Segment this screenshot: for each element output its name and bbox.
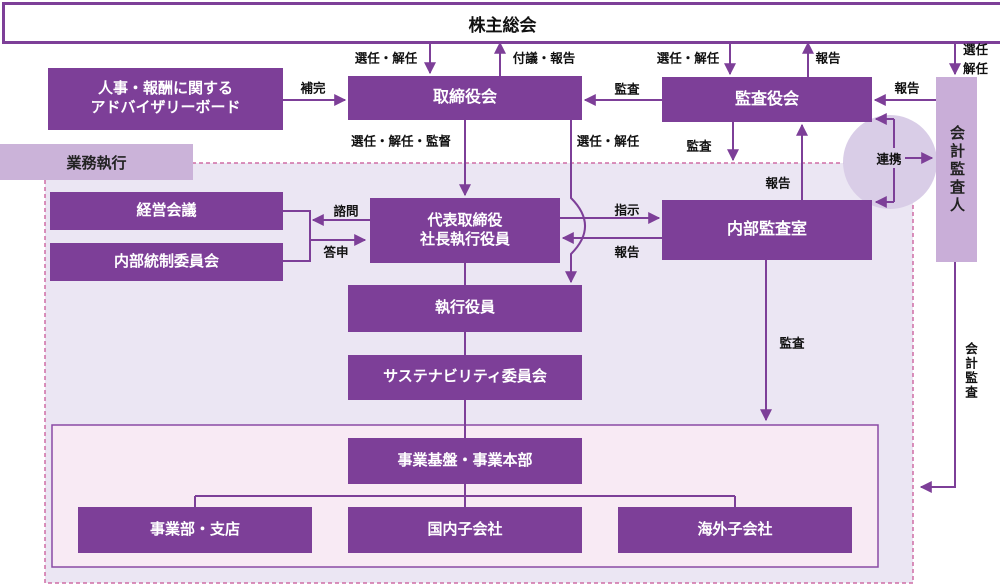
board-label: 取締役会 bbox=[432, 89, 497, 106]
business-execution-dashed-border bbox=[44, 162, 914, 584]
executive-officers-box: 執行役員 bbox=[348, 285, 582, 332]
executive-officers-label: 執行役員 bbox=[434, 299, 495, 317]
domestic-subsidiaries-label: 国内子会社 bbox=[427, 520, 503, 538]
edge-label-internal-report-up: 報告 bbox=[765, 176, 791, 191]
edge-label-consult: 諮問 bbox=[333, 204, 359, 219]
internal-audit-office-box: 内部監査室 bbox=[662, 200, 872, 260]
president-box: 代表取締役 社長執行役員 bbox=[370, 198, 560, 263]
domestic-subsidiaries-box: 国内子会社 bbox=[348, 507, 582, 553]
audit-board-box: 監査役会 bbox=[662, 77, 872, 122]
business-divisions-label: 事業部・支店 bbox=[149, 520, 240, 538]
edge-label-audit-down: 監査 bbox=[686, 139, 712, 154]
business-divisions-box: 事業部・支店 bbox=[78, 507, 312, 553]
board-of-directors-box: 取締役会 bbox=[348, 76, 582, 120]
overseas-subsidiaries-label: 海外子会社 bbox=[697, 520, 773, 538]
president-line1: 代表取締役 bbox=[427, 211, 503, 229]
internal-audit-label: 内部監査室 bbox=[726, 221, 807, 238]
edge-label-cooperation: 連携 bbox=[875, 148, 903, 168]
management-meeting-box: 経営会議 bbox=[50, 192, 283, 230]
edge-label-refer-report: 付議・報告 bbox=[512, 51, 576, 66]
business-base-hq-label: 事業基盤・事業本部 bbox=[397, 451, 533, 469]
edge-label-appoint-supervise: 選任・解任・監督 bbox=[350, 134, 452, 149]
arrow-accounting-audit bbox=[919, 262, 956, 493]
edge-label-complement: 補完 bbox=[300, 81, 326, 96]
sustainability-committee-box: サステナビリティ委員会 bbox=[348, 355, 582, 400]
shareholders-meeting-box: 株主総会 bbox=[2, 2, 1000, 44]
advisory-line2: アドバイザリーボード bbox=[90, 99, 241, 116]
president-line2: 社長執行役員 bbox=[419, 230, 510, 248]
edge-label-accounting-audit: 会計監査 bbox=[963, 342, 977, 400]
management-meeting-label: 経営会議 bbox=[136, 201, 197, 219]
overseas-subsidiaries-box: 海外子会社 bbox=[618, 507, 852, 553]
edge-label-internal-audit: 監査 bbox=[779, 336, 805, 351]
business-execution-label-box: 業務執行 bbox=[0, 144, 193, 180]
internal-control-committee-box: 内部統制委員会 bbox=[50, 243, 283, 281]
accounting-auditor-box: 会計監査人 bbox=[936, 77, 977, 262]
sustainability-label: サステナビリティ委員会 bbox=[383, 368, 547, 386]
edge-label-instruct: 指示 bbox=[614, 203, 640, 218]
advisory-line1: 人事・報酬に関する bbox=[97, 80, 233, 98]
edge-label-report-left: 報告 bbox=[614, 245, 640, 260]
edge-label-appoint-audit: 選任・解任 bbox=[656, 51, 720, 66]
advisory-board-box: 人事・報酬に関する アドバイザリーボード bbox=[48, 68, 283, 130]
accounting-auditor-label: 会計監査人 bbox=[948, 124, 965, 215]
edge-label-audit-to-board: 監査 bbox=[614, 82, 640, 97]
audit-board-label: 監査役会 bbox=[734, 90, 799, 108]
arrow-appoint-exec-officers bbox=[565, 120, 586, 284]
edge-label-auditor-report: 報告 bbox=[894, 81, 920, 96]
edge-label-kainin: 解任 bbox=[963, 62, 989, 76]
edge-label-appoint-auditor: 選任 解任 bbox=[963, 39, 988, 77]
edge-label-answer: 答申 bbox=[323, 245, 349, 260]
business-execution-label: 業務執行 bbox=[66, 154, 127, 172]
shareholders-meeting-label: 株主総会 bbox=[468, 15, 537, 35]
edge-label-sennin: 選任 bbox=[963, 43, 989, 57]
business-base-hq-box: 事業基盤・事業本部 bbox=[348, 438, 582, 484]
edge-label-appoint-board: 選任・解任 bbox=[354, 51, 418, 66]
edge-label-report-up: 報告 bbox=[815, 51, 841, 66]
council-connector bbox=[283, 210, 311, 262]
hierarchy-connectors bbox=[194, 263, 736, 507]
internal-control-label: 内部統制委員会 bbox=[113, 252, 219, 270]
edge-label-appoint-exec: 選任・解任 bbox=[576, 134, 640, 149]
